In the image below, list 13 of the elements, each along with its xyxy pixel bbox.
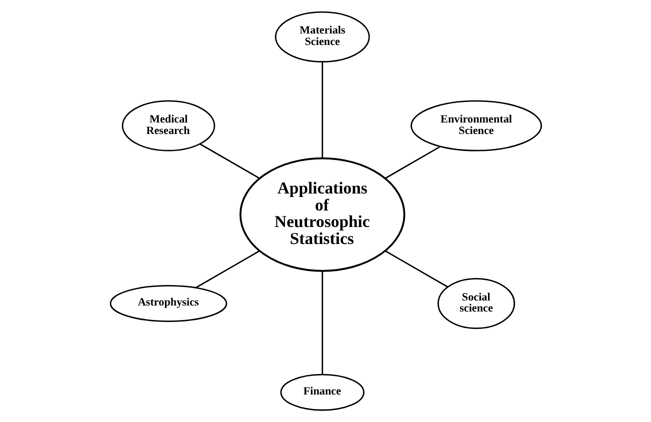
connector	[321, 271, 323, 374]
connector	[384, 250, 448, 288]
connector	[199, 143, 260, 179]
connector	[384, 146, 440, 179]
connector	[195, 250, 260, 288]
node-ellipse: Medical Research	[121, 100, 215, 152]
node-ellipse: Applications of Neutrosophic Statistics	[239, 157, 405, 272]
node-ellipse: Finance	[280, 374, 364, 411]
node-ellipse: Materials Science	[274, 11, 370, 62]
node-ellipse: Astrophysics	[109, 284, 227, 322]
node-ellipse: Social science	[437, 278, 515, 329]
node-ellipse: Environmental Science	[410, 100, 542, 152]
connector	[321, 62, 323, 158]
